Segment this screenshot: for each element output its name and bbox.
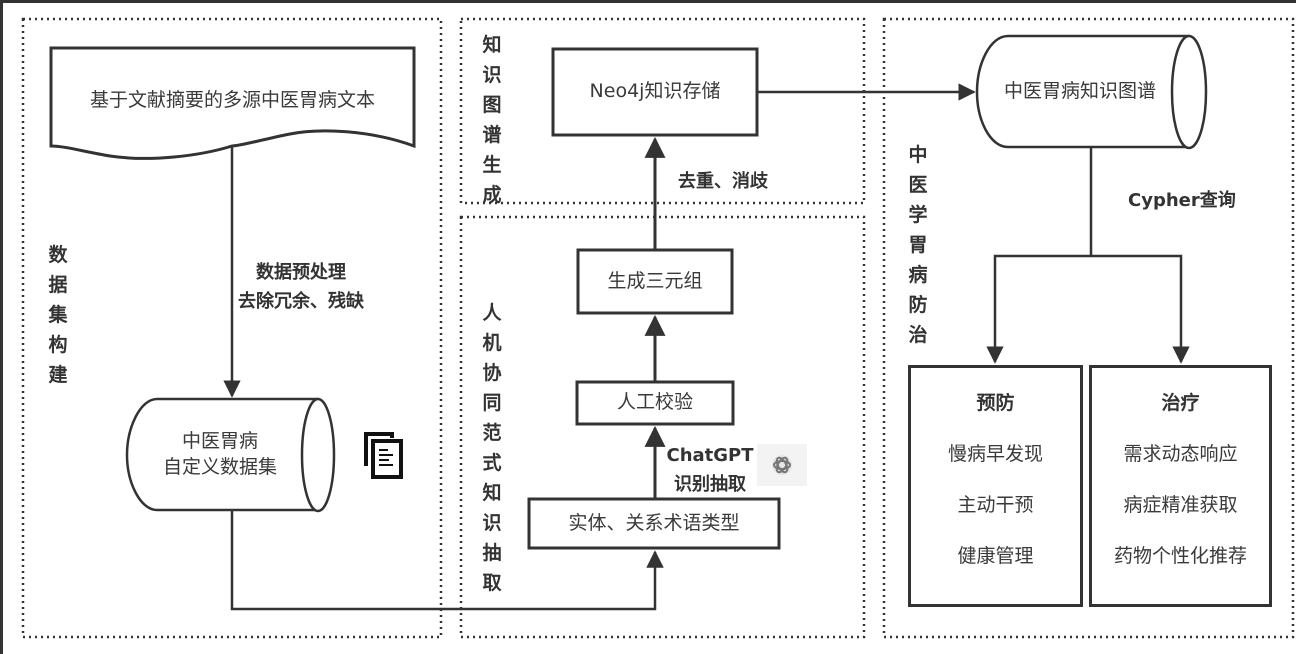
documents-icon xyxy=(362,430,406,480)
edge-label-cypher: Cypher查询 xyxy=(1128,190,1236,211)
edge-label-preprocess-line2: 去除冗余、残缺 xyxy=(238,291,364,312)
prevention-item: 健康管理 xyxy=(957,545,1034,567)
treatment-item: 药物个性化推荐 xyxy=(1113,545,1247,567)
manual-check-node: 人工校验 xyxy=(616,391,693,414)
panel-prevention-treatment-label: 中医学胃病防治 xyxy=(908,144,928,346)
source-text-node: 基于文献摘要的多源中医胃病文本 xyxy=(89,89,375,112)
prevention-item: 主动干预 xyxy=(957,494,1034,516)
panel-extraction-border xyxy=(459,215,866,639)
edge-dataset-to-extraction xyxy=(230,510,664,611)
openai-logo-icon xyxy=(757,444,807,486)
edge-label-dedup: 去重、消歧 xyxy=(678,171,768,192)
treatment-item: 需求动态响应 xyxy=(1123,443,1238,465)
entity-types-node: 实体、关系术语类型 xyxy=(568,511,740,534)
triples-box xyxy=(576,248,734,315)
custom-dataset-line1: 中医胃病 xyxy=(181,430,258,453)
edge-label-preprocess: 数据预处理 去除冗余、残缺 xyxy=(236,258,366,316)
panel-kg-generation-label: 知识图谱生成 xyxy=(482,34,502,206)
edge-to-prevention xyxy=(986,254,1091,364)
treatment-title: 治疗 xyxy=(1161,392,1200,414)
entity-types-box xyxy=(527,497,781,550)
tcm-kg-node: 中医胃病知识图谱 xyxy=(1003,80,1156,103)
prevention-title: 预防 xyxy=(976,392,1015,414)
custom-dataset-node: 中医胃病 自定义数据集 xyxy=(130,420,310,490)
panel-dataset-label: 数据集构建 xyxy=(48,244,68,386)
treatment-box: 治疗 需求动态响应 病症精准获取 药物个性化推荐 xyxy=(1089,365,1272,607)
source-text-document-shape xyxy=(49,46,416,160)
edge-label-preprocess-line1: 数据预处理 xyxy=(256,262,346,283)
panel-dataset-border xyxy=(21,17,443,639)
panel-extraction-label: 人机协同范式知识抽取 xyxy=(482,302,502,594)
panel-kg-generation-border xyxy=(459,17,866,205)
custom-dataset-cylinder-end xyxy=(300,397,336,513)
edge-label-chatgpt-line2: 识别抽取 xyxy=(674,474,746,495)
edge-to-treatment xyxy=(1091,254,1190,364)
custom-dataset-line2: 自定义数据集 xyxy=(162,456,277,478)
prevention-box: 预防 慢病早发现 主动干预 健康管理 xyxy=(908,365,1083,607)
tcm-kg-cylinder-end xyxy=(1170,34,1208,150)
panel-prevention-treatment-border xyxy=(882,17,1295,639)
neo4j-node: Neo4j知识存储 xyxy=(589,80,721,103)
prevention-item: 慢病早发现 xyxy=(947,443,1043,465)
edge-label-chatgpt-line1: ChatGPT xyxy=(666,445,754,466)
treatment-item: 病症精准获取 xyxy=(1123,494,1238,516)
triples-node: 生成三元组 xyxy=(607,269,703,292)
edge-label-chatgpt: ChatGPT 识别抽取 xyxy=(665,441,755,499)
